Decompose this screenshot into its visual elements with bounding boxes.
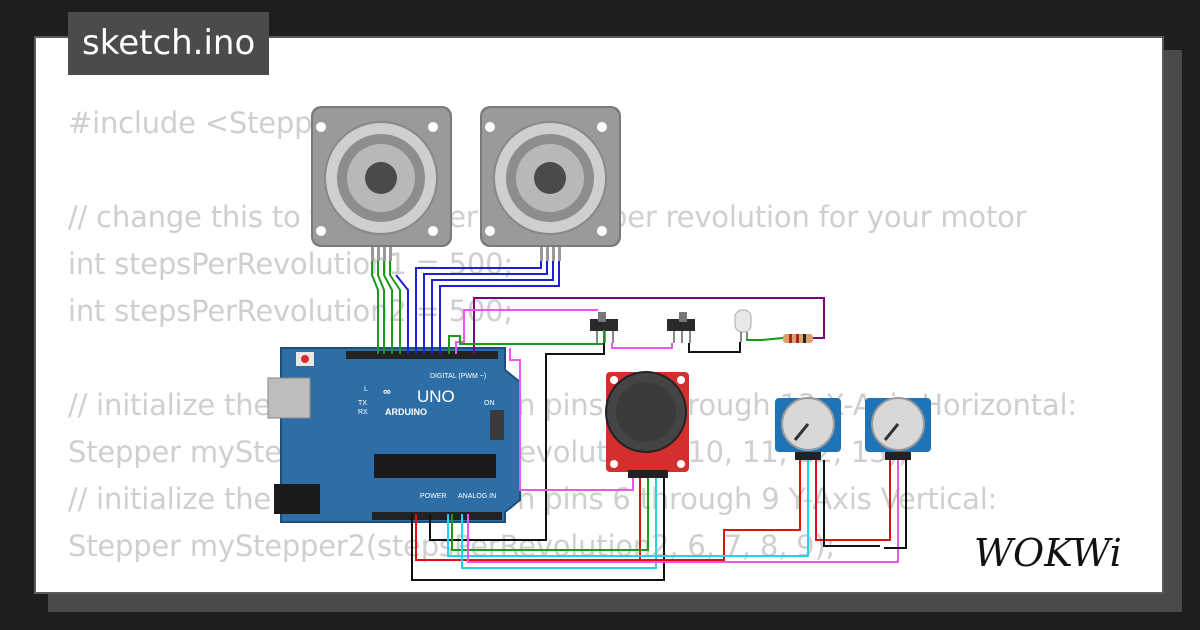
code-line-9: // initialize the stepper library on pin… [68, 482, 998, 516]
wires-motor-2 [415, 261, 560, 354]
board-led-label-rx: RX [358, 409, 368, 416]
arduino-uno-board[interactable]: ∞ UNO ARDUINO DIGITAL (PWM ~) POWER ANAL… [267, 347, 521, 523]
potentiometer-2[interactable] [865, 397, 931, 460]
board-brand-text: ARDUINO [385, 407, 427, 417]
stepper-motor-1[interactable] [311, 106, 452, 261]
resistor[interactable] [783, 334, 813, 343]
potentiometer-1[interactable] [775, 397, 841, 460]
board-led-label-l: L [364, 386, 368, 393]
board-analog-label: ANALOG IN [458, 493, 496, 500]
stepper-motor-2[interactable] [480, 106, 621, 261]
wokwi-logo: WOKWi [974, 531, 1122, 575]
board-power-label: POWER [420, 493, 446, 500]
code-line-4: int stepsPerRevolution1 = 500; [68, 247, 513, 281]
file-title-badge[interactable]: sketch.ino [68, 12, 270, 75]
led[interactable] [734, 309, 752, 342]
board-led-label-on: ON [484, 400, 495, 407]
code-line-5: int stepsPerRevolution2 = 500; [68, 294, 513, 328]
slide-switch-2[interactable] [667, 312, 695, 343]
joystick-module[interactable] [605, 371, 689, 478]
wokwi-logo-text: WOKWi [974, 531, 1122, 575]
wires-switches [429, 297, 825, 541]
wires-motor-1 [371, 261, 409, 354]
board-logo-text: UNO [417, 387, 455, 406]
board-led-label-tx: TX [358, 400, 367, 407]
wires-analog [411, 348, 907, 581]
board-digital-label: DIGITAL (PWM ~) [430, 373, 486, 380]
svg-text:∞: ∞ [383, 386, 391, 398]
